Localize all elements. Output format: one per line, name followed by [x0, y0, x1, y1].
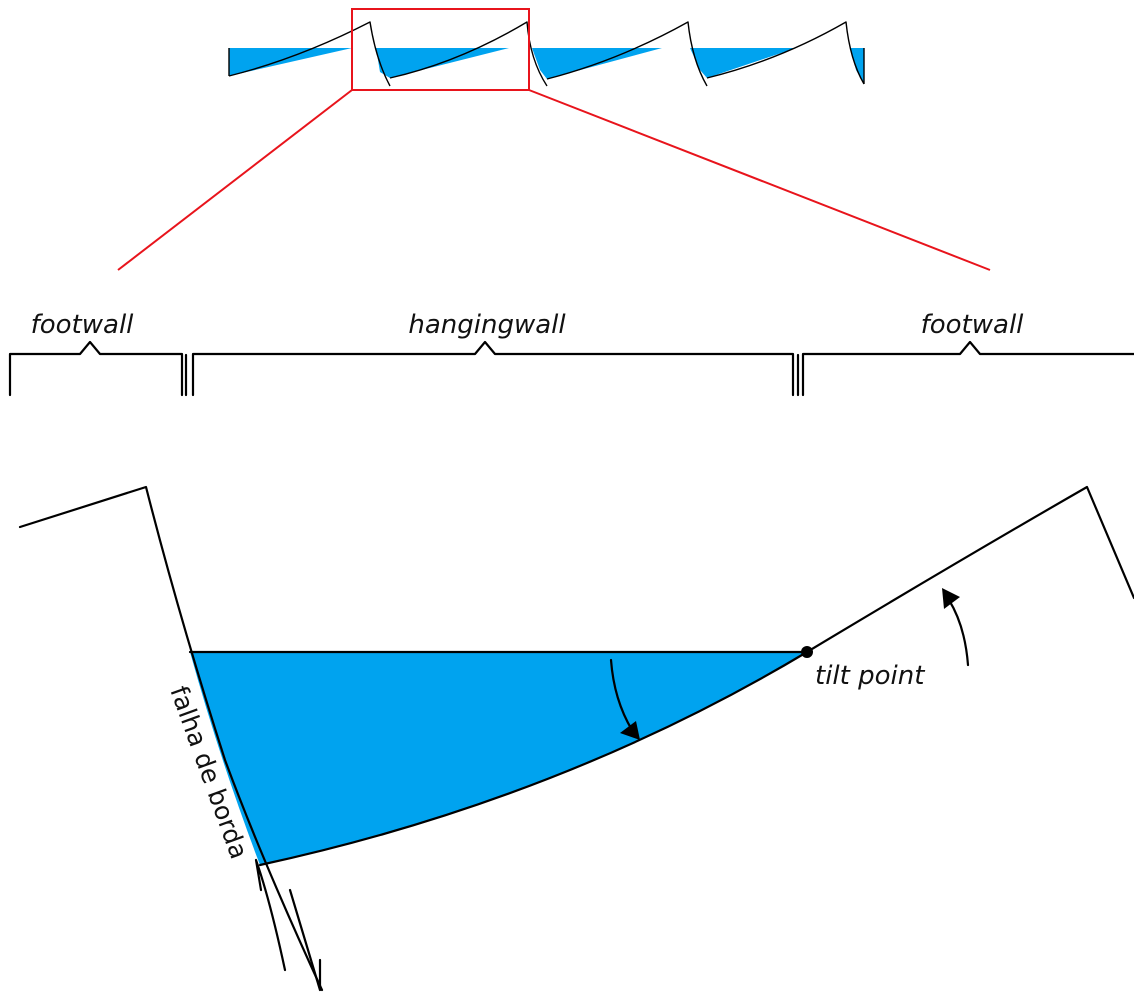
overview-basin-1	[229, 48, 352, 76]
fault-slip-arrow-up	[254, 858, 287, 972]
overview-surface-lines	[228, 48, 865, 84]
rotation-arrow-up-head	[942, 588, 960, 609]
overview-block-sequence	[228, 21, 865, 87]
footwall-left-bracket	[8, 340, 184, 397]
overview-basin-4	[690, 48, 796, 78]
half-graben-section: tilt point falha de borda	[18, 485, 1134, 992]
footwall-right-label: footwall	[921, 310, 1025, 340]
region-labels: footwall hangingwall footwall	[8, 310, 1134, 397]
zoom-guide-left	[117, 89, 353, 271]
rotation-arrow-down-shaft	[609, 658, 634, 732]
tilt-point-label: tilt point	[815, 661, 925, 691]
left-footwall-outline	[18, 485, 324, 992]
zoom-box	[351, 8, 530, 91]
rotation-arrow-down-head	[620, 721, 640, 740]
basin-fill	[190, 652, 807, 865]
hangingwall-bracket	[191, 340, 795, 397]
footwall-right-bracket	[801, 340, 1134, 397]
zoom-guide-right	[528, 89, 991, 271]
tilt-point-marker	[801, 646, 813, 658]
hangingwall-surface	[258, 485, 1134, 867]
zoom-indicator	[117, 8, 991, 271]
hangingwall-label: hangingwall	[408, 310, 566, 340]
overview-block-outline	[228, 21, 865, 87]
overview-basin-5	[850, 48, 864, 84]
rotation-arrow-up-shaft	[947, 598, 970, 667]
fault-slip-arrow-down	[288, 888, 322, 992]
footwall-left-label: footwall	[31, 310, 135, 340]
